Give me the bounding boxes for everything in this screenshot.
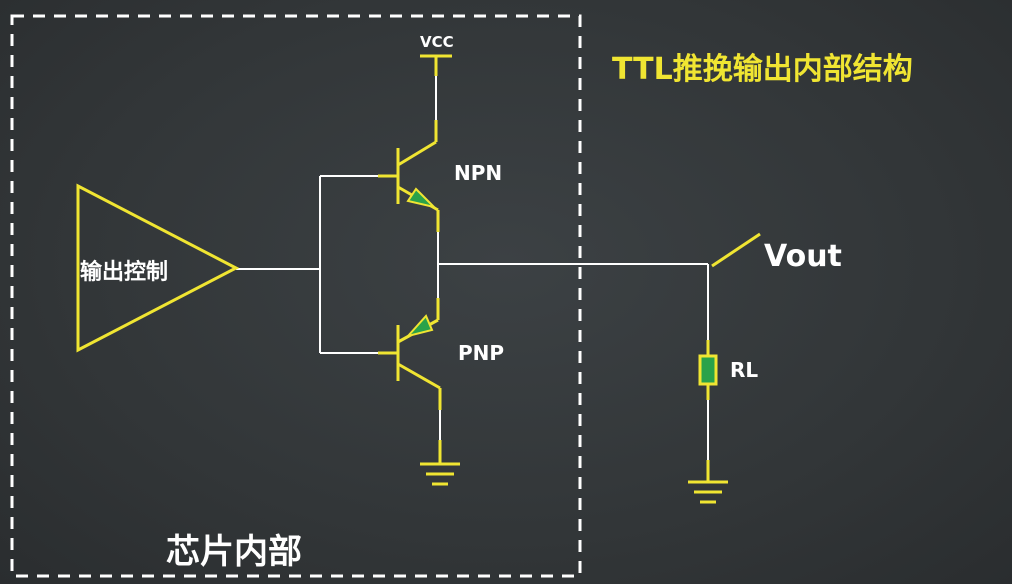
vcc-symbol <box>420 54 452 76</box>
chip-boundary <box>10 14 582 578</box>
ground-symbol-pnp <box>420 440 460 486</box>
vcc-label: VCC <box>420 33 454 51</box>
chip-label: 芯片内部 <box>166 532 302 572</box>
vout-label: Vout <box>764 239 842 274</box>
rl-label: RL <box>730 358 758 382</box>
driver-label: 输出控制 <box>80 259 168 285</box>
wires <box>236 56 709 470</box>
ground-symbol-load <box>688 460 728 504</box>
npn-label: NPN <box>454 161 502 185</box>
diagram-title: TTL推挽输出内部结构 <box>612 52 913 87</box>
pnp-label: PNP <box>458 341 504 365</box>
vout-pointer <box>711 232 761 268</box>
npn-transistor <box>378 120 440 232</box>
npn-emitter-arrow <box>406 187 438 209</box>
output-driver-triangle <box>76 183 240 353</box>
pnp-transistor <box>378 298 442 410</box>
load-resistor <box>698 340 718 400</box>
pnp-emitter-arrow <box>405 314 434 338</box>
